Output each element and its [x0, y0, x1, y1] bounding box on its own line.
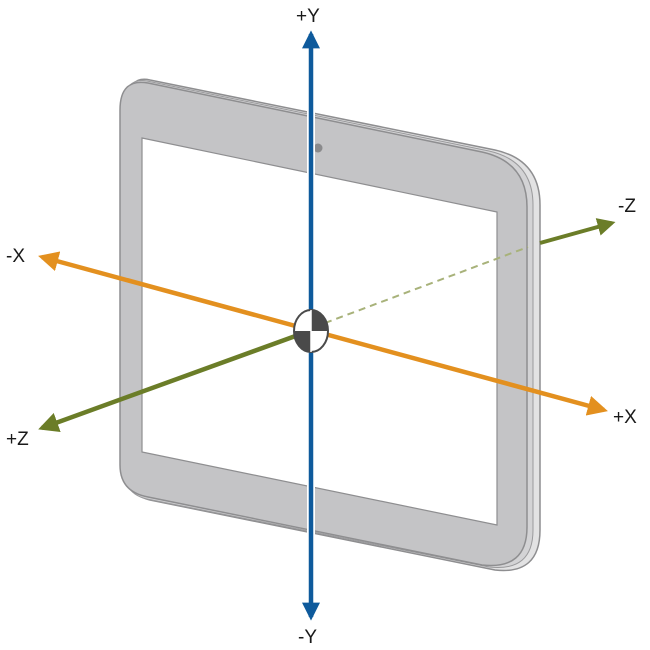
z-axis-plus-segment	[38, 327, 313, 432]
label-plus-y: +Y	[296, 6, 320, 27]
label-plus-z: +Z	[6, 429, 29, 450]
tablet-icon	[119, 78, 541, 572]
z-axis-minus-segment	[539, 218, 616, 245]
origin-marker-icon	[293, 309, 329, 353]
label-plus-x: +X	[613, 407, 637, 428]
label-minus-y: -Y	[298, 627, 317, 648]
label-minus-x: -X	[6, 246, 25, 267]
label-minus-z: -Z	[618, 196, 636, 217]
